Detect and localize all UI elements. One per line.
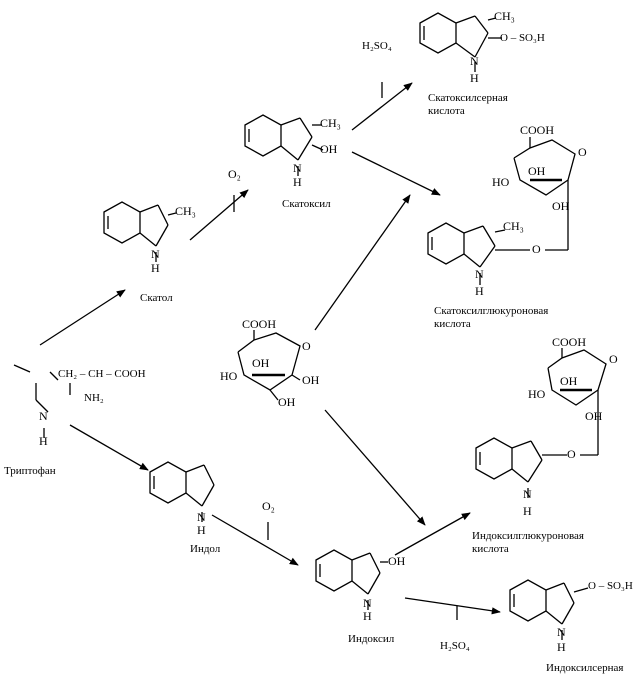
- structure-indoxyl-glucuronide-ring: [475, 437, 567, 498]
- reagent-h2so4-bottom: H₂SO₄: [440, 640, 470, 652]
- skatoxyl-sulfuric-oso3h: O – SO₃H: [500, 32, 545, 44]
- sugar-bottom-oh2: OH: [585, 409, 603, 423]
- structure-sugar-bottom: [547, 348, 607, 456]
- indoxyl-h: H: [363, 609, 372, 623]
- glucuronic-oh1: OH: [252, 356, 270, 370]
- tryptophan-caption: Триптофан: [4, 465, 56, 477]
- skatoxyl-glucuronide-h: H: [475, 284, 484, 298]
- arrow-glucuronic-to-indoxyl-glucuronide: [324, 409, 426, 526]
- skatoxyl-sulfuric-h: H: [470, 71, 479, 85]
- skatoxyl-glucuronide-n: N: [475, 267, 484, 281]
- skatoxyl-oh: OH: [320, 142, 338, 156]
- arrow-indoxyl-to-sulfuric: [404, 597, 501, 615]
- indole-n: N: [197, 510, 206, 524]
- indoxyl-glucuronide-caption: Индоксилглюкуроновая кислота: [472, 530, 584, 555]
- structure-indoxyl-sulfuric: [509, 579, 589, 640]
- sugar-bottom-ho: HO: [528, 387, 546, 401]
- tryptophan-side-chain: CH₂ – CH – COOH: [58, 368, 146, 380]
- structure-skatoxyl-sulfuric: [419, 12, 502, 72]
- structure-glucuronic-acid: [237, 330, 301, 401]
- arrow-tryptophan-to-indole: [69, 424, 149, 471]
- sugar-top-ho: HO: [492, 175, 510, 189]
- reagent-o2-top: O₂: [228, 167, 241, 181]
- indoxyl-caption: Индоксил: [348, 633, 395, 645]
- structure-skatoxyl-glucuronide-ring: [427, 222, 530, 285]
- structure-skatole: [103, 201, 177, 262]
- structure-indoxyl: [315, 549, 388, 610]
- reaction-arrows: [39, 82, 501, 620]
- skatoxyl-caption: Скатоксил: [282, 198, 331, 210]
- indoxyl-glucuronide-o: O: [567, 447, 576, 461]
- skatole-ch3: CH₃: [175, 204, 196, 218]
- skatoxyl-sulfuric-n: N: [470, 54, 479, 68]
- indole-caption: Индол: [190, 543, 221, 555]
- glucuronic-ho: HO: [220, 369, 238, 383]
- indoxyl-oh: OH: [388, 554, 406, 568]
- skatole-n: N: [151, 247, 160, 261]
- reagent-h2so4-top: H₂SO₄: [362, 40, 392, 52]
- structure-sugar-top: [513, 137, 576, 251]
- arrow-skatoxyl-to-sulfuric: [351, 82, 413, 131]
- indoxyl-glucuronide-n: N: [523, 487, 532, 501]
- sugar-bottom-cooh: COOH: [552, 335, 587, 349]
- arrow-skatoxyl-to-glucuronic: [351, 151, 441, 196]
- skatole-caption: Скатол: [140, 292, 173, 304]
- indoxyl-sulfuric-caption: Индоксилсерная: [546, 662, 624, 674]
- skatoxyl-glucuronide-o: O: [532, 242, 541, 256]
- glucuronic-oh2: OH: [302, 373, 320, 387]
- skatole-h: H: [151, 261, 160, 275]
- sugar-top-o: O: [578, 145, 587, 159]
- indoxyl-sulfuric-oso3h: O – SO₃H: [588, 580, 633, 592]
- sugar-top-oh2: OH: [552, 199, 570, 213]
- glucuronic-cooh: COOH: [242, 317, 277, 331]
- arrow-indoxyl-to-glucuronide: [394, 512, 471, 556]
- structure-skatoxyl: [244, 114, 324, 176]
- indole-h: H: [197, 523, 206, 537]
- arrow-skatole-to-skatoxyl: [189, 189, 249, 241]
- indoxyl-n: N: [363, 596, 372, 610]
- arrow-glucuronic-to-skatoxyl-glucuronide: [314, 194, 411, 331]
- indoxyl-sulfuric-h: H: [557, 640, 566, 654]
- indoxyl-sulfuric-n: N: [557, 625, 566, 639]
- sugar-top-oh1: OH: [528, 164, 546, 178]
- tryptophan-h: H: [39, 434, 48, 448]
- glucuronic-o: O: [302, 339, 311, 353]
- tryptophan-n: N: [39, 409, 48, 423]
- skatoxyl-sulfuric-ch3: CH₃: [494, 9, 515, 23]
- sugar-bottom-o: O: [609, 352, 618, 366]
- skatoxyl-glucuronide-caption: Скатоксилглюкуроновая кислота: [434, 305, 549, 330]
- structure-tryptophan: [13, 364, 71, 438]
- tryptophan-nh2: NH₂: [84, 392, 104, 404]
- sugar-top-cooh: COOH: [520, 123, 555, 137]
- indoxyl-glucuronide-h: H: [523, 504, 532, 518]
- arrow-indole-to-indoxyl: [211, 514, 299, 566]
- skatoxyl-n: N: [293, 161, 302, 175]
- skatoxyl-ch3: CH₃: [320, 116, 341, 130]
- reagent-o2-bottom: O₂: [262, 499, 275, 513]
- skatoxyl-sulfuric-caption: Скатоксилсерная кислота: [428, 92, 508, 117]
- glucuronic-oh3: OH: [278, 395, 296, 409]
- arrow-tryptophan-to-skatole: [39, 289, 126, 346]
- sugar-bottom-oh1: OH: [560, 374, 578, 388]
- skatoxyl-glucuronide-ch3: CH₃: [503, 219, 524, 233]
- skatoxyl-h: H: [293, 175, 302, 189]
- structure-indole: [149, 461, 215, 522]
